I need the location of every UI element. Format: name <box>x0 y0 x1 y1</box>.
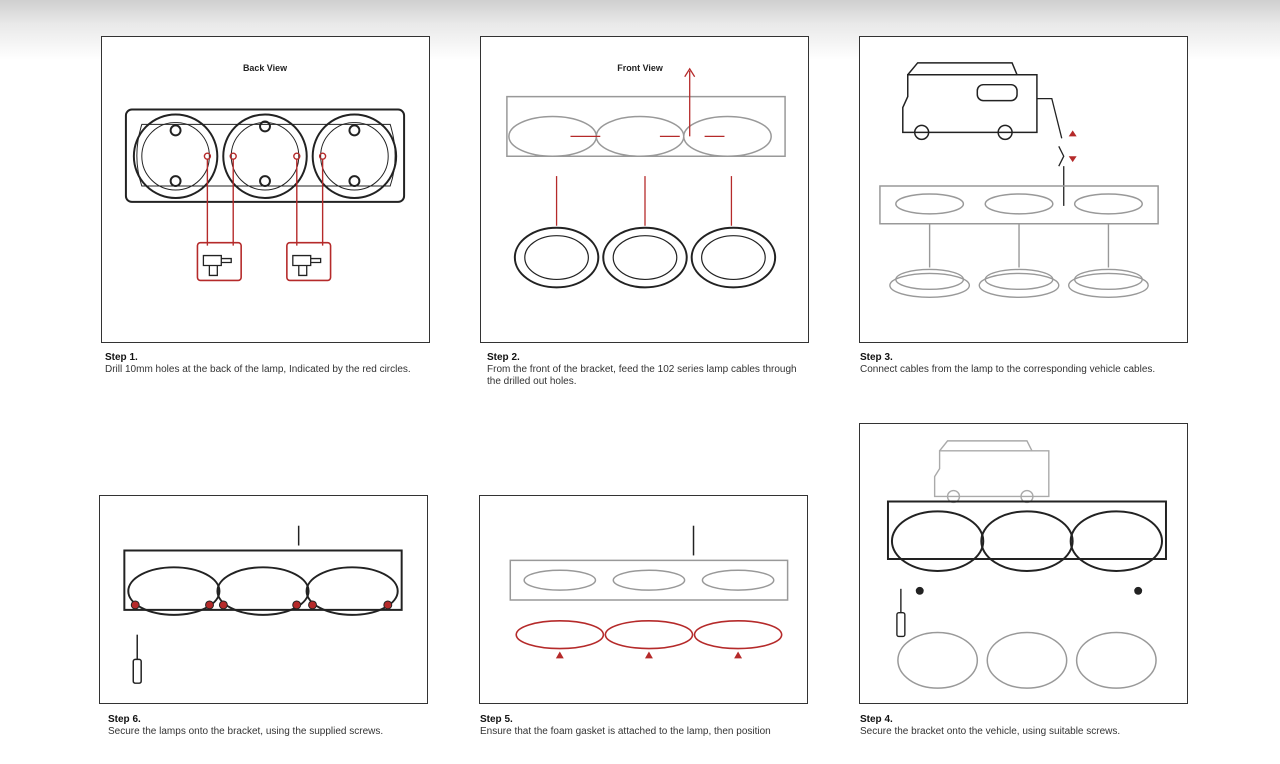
view-label: Back View <box>243 63 287 73</box>
step-6-illustration <box>99 495 428 704</box>
step-5-caption: Step 5. Ensure that the foam gasket is a… <box>480 714 790 738</box>
screws <box>130 600 393 610</box>
motorhome-icon <box>902 62 1038 141</box>
bracket-mounted <box>886 500 1167 572</box>
motorhome-icon <box>933 440 1050 504</box>
step-title: Step 1. <box>105 352 138 363</box>
view-label: Front View <box>617 63 663 73</box>
step-title: Step 3. <box>860 352 893 363</box>
lamps <box>513 226 777 289</box>
cable-connector <box>1036 97 1065 206</box>
bracket-mounted <box>123 525 403 616</box>
step-4-caption: Step 4. Secure the bracket onto the vehi… <box>860 714 1170 738</box>
step-title: Step 6. <box>108 714 141 725</box>
step-3-caption: Step 3. Connect cables from the lamp to … <box>860 352 1170 376</box>
screwdriver-icon <box>896 588 906 638</box>
lamp-stack <box>889 223 1149 298</box>
step-4-illustration <box>859 423 1188 704</box>
step-title: Step 2. <box>487 352 520 363</box>
bracket-top <box>509 525 789 601</box>
step-6-caption: Step 6. Secure the lamps onto the bracke… <box>108 714 418 738</box>
step-2-illustration: Front View <box>480 36 809 343</box>
step-description: Connect cables from the lamp to the corr… <box>860 364 1156 375</box>
step-3-illustration <box>859 36 1188 343</box>
step-2-caption: Step 2. From the front of the bracket, f… <box>487 352 797 388</box>
step-title: Step 4. <box>860 714 893 725</box>
bracket-front <box>506 95 786 157</box>
step-5-illustration <box>479 495 808 704</box>
screws <box>915 586 1143 595</box>
step-description: From the front of the bracket, feed the … <box>487 364 797 387</box>
bracket-back <box>124 108 406 203</box>
screwdriver-icon <box>132 634 142 684</box>
gaskets <box>515 620 783 650</box>
gasket-arrows <box>555 651 743 659</box>
drill-icon <box>202 254 322 277</box>
cable-routing <box>555 67 733 226</box>
step-title: Step 5. <box>480 714 513 725</box>
lamps <box>897 631 1157 689</box>
step-description: Drill 10mm holes at the back of the lamp… <box>105 364 411 375</box>
bracket-top <box>879 185 1159 225</box>
step-1-illustration: Back View <box>101 36 430 343</box>
step-description: Ensure that the foam gasket is attached … <box>480 726 771 737</box>
cable-arrows <box>1068 130 1077 163</box>
drill-holes <box>196 152 332 282</box>
step-description: Secure the lamps onto the bracket, using… <box>108 726 384 737</box>
step-1-caption: Step 1. Drill 10mm holes at the back of … <box>105 352 415 376</box>
step-description: Secure the bracket onto the vehicle, usi… <box>860 726 1121 737</box>
